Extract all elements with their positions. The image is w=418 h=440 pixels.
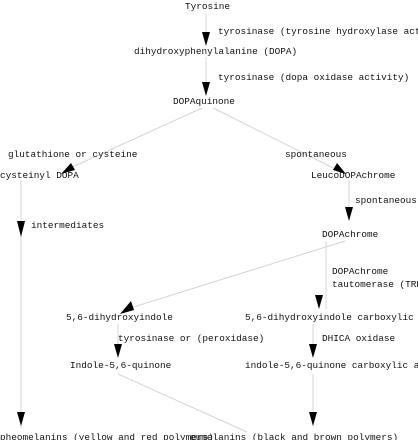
edge-label-dopaquinone-leuco: spontaneous (285, 149, 347, 160)
edge-dopaquinone-leuco (212, 107, 338, 171)
edge-label-dhica-quinonecarb: DHICA oxidase (322, 333, 396, 344)
edge-dopaquinone-cysteinyl (65, 107, 203, 171)
arrowhead-quinone (114, 344, 122, 358)
node-indole-quinone: Indole-5,6-quinone (70, 360, 172, 371)
node-cysteinyl-dopa: cysteinyl DOPA (0, 170, 79, 181)
edge-labels: tyrosinase (tyrosine hydroxylase activ t… (8, 26, 418, 344)
edge-dopachrome-dhi (126, 240, 346, 310)
node-indole-quinone-carboxylic: indole-5,6-quinone carboxylic ac (245, 360, 418, 371)
node-dopaquinone: DOPAquinone (173, 96, 235, 107)
node-tyrosine: Tyrosine (185, 1, 230, 12)
node-dhi: 5,6-dihydroxyindole (66, 312, 173, 323)
node-leucodopachrome: LeucoDOPAchrome (311, 170, 396, 181)
arrowhead-dopaquinone (202, 82, 210, 96)
arrowhead-dopachrome (345, 207, 353, 221)
node-dhica: 5,6-dihydroxyindole carboxylic ac (245, 312, 418, 323)
arrowhead-quinonecarb (309, 344, 317, 358)
arrowhead-pheomelanins (17, 412, 25, 426)
node-eumelanins: eumelanins (black and brown polymers) (190, 432, 398, 440)
edge-label-tyrosine-dopa: tyrosinase (tyrosine hydroxylase activ (218, 26, 418, 37)
arrowhead-dhi (120, 301, 134, 314)
edge-quinone-eumelanins (117, 373, 248, 433)
edge-label-dopaquinone-cysteinyl: glutathione or cysteine (8, 149, 138, 160)
node-pheomelanins: pheomelanins (yellow and red polymers) (0, 432, 214, 440)
arrowhead-dopa (202, 32, 210, 46)
edge-label-cysteinyl-pheo: intermediates (31, 220, 104, 231)
node-dopachrome: DOPAchrome (322, 229, 379, 240)
arrowhead-eumelanins (309, 412, 317, 426)
edge-label-dhi-quinone: tyrosinase or (peroxidase) (118, 333, 264, 344)
arrowhead-cysteinyl (61, 163, 75, 174)
arrowheads (17, 32, 353, 426)
edge-label-dopachrome-dhica-1: DOPAchrome (332, 266, 389, 277)
node-dopa: dihydroxyphenylalanine (DOPA) (134, 46, 297, 57)
edge-label-dopa-dopaquinone: tyrosinase (dopa oxidase activity) (218, 72, 409, 83)
edge-label-dopachrome-dhica-2: tautomerase (TRP (332, 279, 418, 290)
arrowhead-pheo-intermediates (17, 221, 25, 237)
edge-label-leuco-dopachrome: spontaneous (355, 195, 417, 206)
arrowhead-leuco (333, 163, 346, 174)
arrowhead-dhica (315, 295, 323, 309)
